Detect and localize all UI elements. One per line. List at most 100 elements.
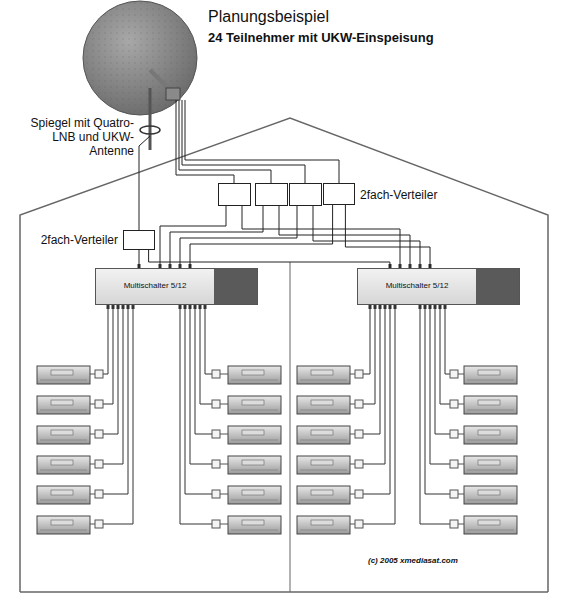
cable: [190, 205, 333, 268]
receiver-line: [231, 410, 278, 411]
receiver-display: [478, 460, 500, 465]
receiver-line: [231, 380, 278, 381]
patch-cable: [458, 494, 464, 495]
title: Planungsbeispiel: [208, 8, 329, 26]
coax-wire: [420, 309, 450, 524]
receiver: [37, 426, 90, 444]
wall-socket: [450, 370, 458, 378]
mast: [149, 88, 152, 150]
port: [117, 305, 120, 309]
receiver: [228, 486, 281, 504]
lnb: [166, 88, 180, 100]
coax-wire: [180, 309, 212, 524]
receiver: [228, 426, 281, 444]
node-text: Multischalter 5/12: [358, 281, 476, 290]
port: [122, 305, 125, 309]
receiver-line: [467, 380, 514, 381]
wall-socket: [212, 520, 220, 528]
receiver-display: [311, 460, 333, 465]
patch-cable: [220, 374, 228, 375]
receiver-line: [300, 410, 347, 411]
receiver: [297, 516, 350, 534]
wall-socket: [95, 430, 103, 438]
receiver-display: [242, 400, 264, 405]
port: [429, 305, 432, 309]
splitter-boxes: [219, 184, 322, 206]
patch-cable: [350, 374, 355, 375]
receiver-line: [467, 500, 514, 501]
receiver: [464, 426, 517, 444]
port: [389, 305, 392, 309]
receiver: [297, 426, 350, 444]
patch-cable: [350, 464, 355, 465]
patch-cable: [90, 464, 95, 465]
receiver-display: [242, 460, 264, 465]
patch-cable: [90, 494, 95, 495]
receiver: [464, 486, 517, 504]
receiver-line: [300, 530, 347, 531]
port: [132, 305, 135, 309]
receiver: [228, 366, 281, 384]
receiver-display: [51, 430, 73, 435]
patch-cable: [90, 374, 95, 375]
wall-socket: [95, 370, 103, 378]
wall-socket: [450, 430, 458, 438]
node-text: 2fach-Verteiler: [41, 233, 118, 247]
receiver-line: [231, 500, 278, 501]
patch-cable: [220, 404, 228, 405]
receiver: [37, 486, 90, 504]
wall-socket: [355, 370, 363, 378]
patch-cable: [220, 464, 228, 465]
satellite-dish: [83, 1, 197, 115]
patch-cable: [90, 404, 95, 405]
wall-socket: [450, 400, 458, 408]
port: [179, 305, 182, 309]
receiver-line: [300, 500, 347, 501]
receiver-display: [311, 520, 333, 525]
receiver: [464, 456, 517, 474]
wall-socket: [355, 490, 363, 498]
receiver: [464, 516, 517, 534]
receiver: [297, 366, 350, 384]
receiver-display: [51, 400, 73, 405]
receiver-display: [51, 370, 73, 375]
port: [107, 305, 110, 309]
coax-wire: [440, 309, 450, 404]
port: [112, 305, 115, 309]
splitter-wires: [160, 206, 420, 268]
receiver-line: [40, 410, 87, 411]
coax-wire: [103, 309, 133, 524]
coax-wire: [195, 309, 212, 434]
receiver-display: [478, 370, 500, 375]
receiver: [297, 486, 350, 504]
cable: [149, 250, 390, 268]
patch-cable: [458, 374, 464, 375]
wall-socket: [355, 400, 363, 408]
receiver-display: [242, 520, 264, 525]
receiver: [464, 396, 517, 414]
receiver-line: [467, 410, 514, 411]
patch-cable: [90, 434, 95, 435]
coax-wire: [190, 309, 212, 464]
receiver-line: [467, 470, 514, 471]
port: [194, 305, 197, 309]
cable: [345, 205, 430, 268]
receiver-display: [311, 370, 333, 375]
wall-socket: [212, 400, 220, 408]
port: [199, 305, 202, 309]
receiver: [37, 456, 90, 474]
coax-wire: [103, 309, 128, 494]
port: [379, 305, 382, 309]
coax-wire: [425, 309, 450, 494]
node-text: Multischalter 5/12: [96, 281, 214, 290]
receiver-line: [300, 440, 347, 441]
wall-socket: [450, 460, 458, 468]
patch-cable: [458, 404, 464, 405]
wall-socket: [355, 520, 363, 528]
receiver: [37, 396, 90, 414]
port: [424, 305, 427, 309]
patch-cable: [458, 434, 464, 435]
wall-socket: [355, 460, 363, 468]
dish-texture: [84, 2, 196, 114]
receiver: [297, 456, 350, 474]
